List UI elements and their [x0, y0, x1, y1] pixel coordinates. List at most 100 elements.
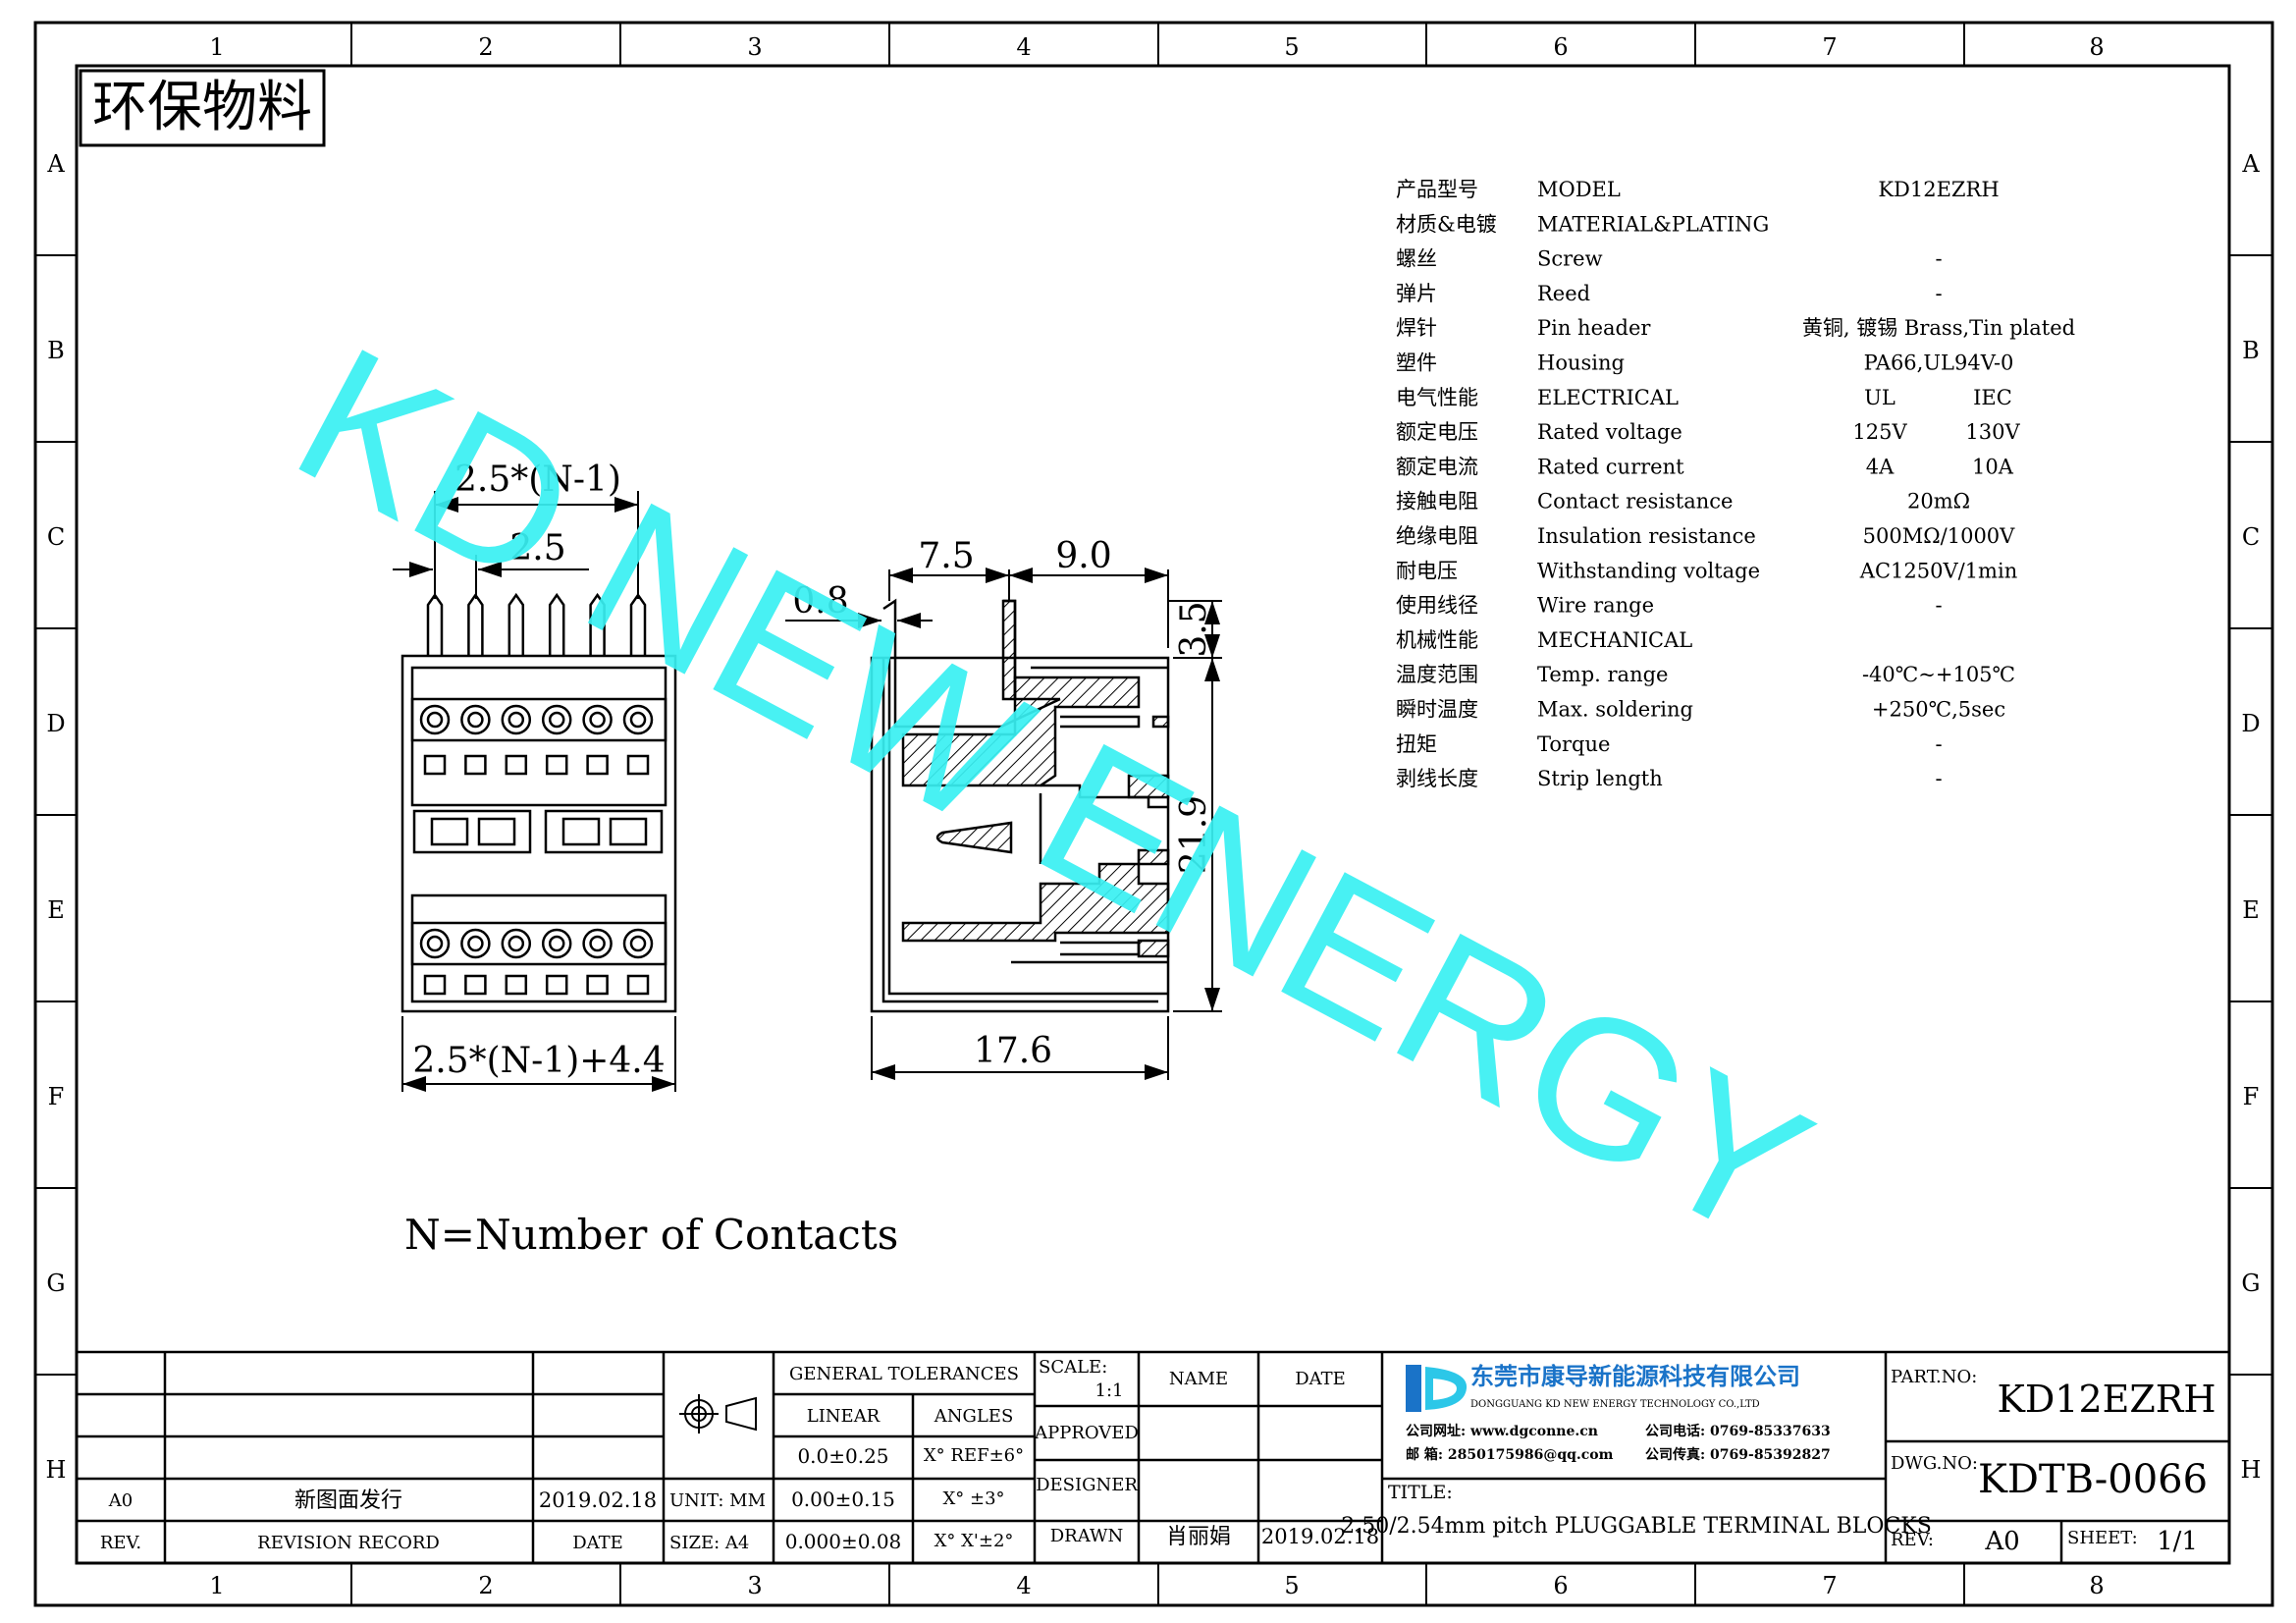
contact-slot	[423, 974, 447, 996]
contact-slot	[505, 974, 528, 996]
screw-hole	[460, 704, 491, 735]
col-label-top-6: 6	[1553, 33, 1568, 61]
eco-label-box	[79, 69, 326, 147]
spec-label-en: Insulation resistance	[1537, 524, 1756, 548]
screw-hole-inner	[426, 935, 444, 952]
screw-hole	[419, 928, 451, 959]
dim-side-b: 9.0	[1055, 536, 1111, 576]
spec-label-cn: 额定电流	[1396, 455, 1478, 478]
contact-slot	[586, 974, 609, 996]
screw-hole-inner	[467, 935, 484, 952]
unit-label: UNIT: MM	[669, 1490, 766, 1511]
spec-label-cn: 电气性能	[1396, 386, 1478, 409]
spec-value: 500MΩ/1000V	[1863, 524, 2016, 548]
col-label-top-1: 1	[209, 33, 224, 61]
part-no-label: PART.NO:	[1891, 1367, 1977, 1387]
dim-body-width: 2.5*(N-1)+4.4	[412, 1041, 665, 1081]
screw-hole	[622, 704, 654, 735]
screw-hole-inner	[467, 711, 484, 729]
screw-hole	[622, 928, 654, 959]
company-phone: 公司电话: 0769-85337633	[1645, 1423, 1831, 1439]
screw-hole	[541, 928, 572, 959]
rev-header: REV.	[100, 1533, 141, 1553]
row-label-left-e: E	[47, 896, 65, 924]
spec-label-cn: 剥线长度	[1396, 767, 1478, 790]
spec-label-cn: 弹片	[1396, 282, 1437, 305]
screw-hole-inner	[548, 711, 565, 729]
row-label-left-b: B	[47, 337, 65, 364]
date-column-header: DATE	[572, 1533, 623, 1553]
general-tolerances-header: GENERAL TOLERANCES	[789, 1364, 1019, 1384]
pin	[507, 592, 525, 656]
spec-value: AC1250V/1min	[1859, 559, 2017, 582]
company-logo-icon	[1406, 1365, 1468, 1412]
title-block	[77, 1350, 2229, 1563]
rev-row-date: 2019.02.18	[539, 1488, 657, 1512]
company-email: 邮 箱: 2850175986@qq.com	[1406, 1446, 1614, 1463]
spec-label-en: Wire range	[1537, 594, 1654, 618]
dim-pitch-span: 2.5*(N-1)	[454, 460, 621, 500]
dim-depth: 17.6	[974, 1031, 1052, 1071]
company-name-en: DONGGUANG KD NEW ENERGY TECHNOLOGY CO.,L…	[1470, 1399, 1760, 1410]
spec-label-en: MATERIAL&PLATING	[1537, 212, 1769, 236]
spec-value: +250℃,5sec	[1872, 698, 2005, 722]
row-label-left-g: G	[46, 1270, 65, 1297]
spec-label-cn: 扭矩	[1396, 732, 1437, 756]
col-label-bottom-2: 2	[478, 1572, 493, 1599]
row-label-left-f: F	[48, 1083, 65, 1110]
spec-label-en: Rated current	[1537, 455, 1684, 478]
spec-label-cn: 使用线径	[1396, 594, 1478, 618]
col-label-top-3: 3	[747, 33, 762, 61]
angles-header: ANGLES	[934, 1406, 1014, 1427]
screw-hole-inner	[507, 711, 525, 729]
part-no: KD12EZRH	[1997, 1378, 2216, 1421]
approved-label: APPROVED	[1034, 1423, 1139, 1443]
name-header: NAME	[1169, 1369, 1228, 1389]
contact-slot	[423, 754, 447, 776]
spec-label-cn: 塑件	[1396, 352, 1437, 375]
screw-hole	[460, 928, 491, 959]
company-website: 公司网址: www.dgconne.cn	[1406, 1423, 1598, 1439]
spec-label-cn: 绝缘电阻	[1396, 524, 1478, 548]
size-label: SIZE: A4	[669, 1533, 749, 1553]
drawing-title: 2.50/2.54mm pitch PLUGGABLE TERMINAL BLO…	[1341, 1514, 1932, 1539]
dim-pin-width: 0.8	[792, 581, 848, 622]
linear-tol-2: 0.00±0.15	[791, 1488, 895, 1511]
contact-slot	[505, 754, 528, 776]
spec-label-en: Contact resistance	[1537, 490, 1733, 514]
screw-hole-inner	[589, 711, 606, 729]
dim-body-height: 21.9	[1174, 795, 1214, 874]
spec-value: 黄铜, 镀锡 Brass,Tin plated	[1802, 316, 2075, 340]
linear-tol-3: 0.000±0.08	[785, 1530, 902, 1553]
spec-label-en: Pin header	[1537, 316, 1651, 340]
spec-value: PA66,UL94V-0	[1864, 352, 2014, 375]
spec-label-cn: 瞬时温度	[1396, 698, 1478, 722]
spec-label-cn: 耐电压	[1396, 559, 1458, 582]
pin	[426, 592, 444, 656]
col-label-top-5: 5	[1284, 33, 1299, 61]
row-label-left-d: D	[46, 710, 65, 737]
dim-side-a: 7.5	[918, 536, 974, 576]
eco-label: 环保物料	[92, 76, 312, 139]
screw-hole	[582, 704, 613, 735]
col-label-top-2: 2	[478, 33, 493, 61]
contacts-note: N=Number of Contacts	[404, 1211, 898, 1259]
spec-label-cn: 焊针	[1396, 316, 1437, 340]
linear-tol-1: 0.0±0.25	[797, 1444, 888, 1468]
designer-label: DESIGNER	[1036, 1475, 1138, 1495]
contact-slot	[464, 974, 487, 996]
spec-label-en: MODEL	[1537, 178, 1621, 201]
side-view	[870, 598, 1170, 1013]
contact-slot	[586, 754, 609, 776]
spec-label-cn: 材质&电镀	[1396, 212, 1497, 236]
spec-label-cn: 螺丝	[1396, 247, 1437, 271]
sheet-value: 1/1	[2157, 1527, 2198, 1556]
contact-slot	[626, 754, 650, 776]
date-header: DATE	[1295, 1369, 1346, 1389]
zone-grid	[35, 23, 2272, 1605]
screw-hole-inner	[548, 935, 565, 952]
row-label-right-f: F	[2243, 1083, 2260, 1110]
screw-hole-inner	[426, 711, 444, 729]
row-label-right-b: B	[2242, 337, 2260, 364]
drawn-name: 肖丽娟	[1166, 1525, 1231, 1549]
